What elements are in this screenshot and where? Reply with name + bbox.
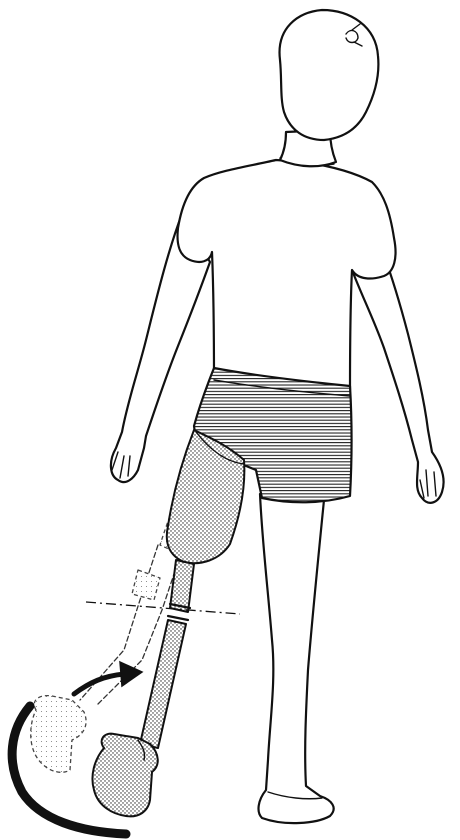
- sound-leg: [259, 494, 334, 823]
- prosthetic-foot: [92, 734, 157, 817]
- prosthetic-pylon: [140, 620, 186, 748]
- knee-ring-lower: [168, 616, 188, 620]
- shirt: [178, 160, 396, 390]
- ghost-foot: [31, 696, 86, 773]
- ghost-knee: [132, 570, 160, 600]
- head: [280, 10, 379, 140]
- motion-arrow-icon: [74, 662, 142, 694]
- knee-axis-line: [86, 602, 240, 614]
